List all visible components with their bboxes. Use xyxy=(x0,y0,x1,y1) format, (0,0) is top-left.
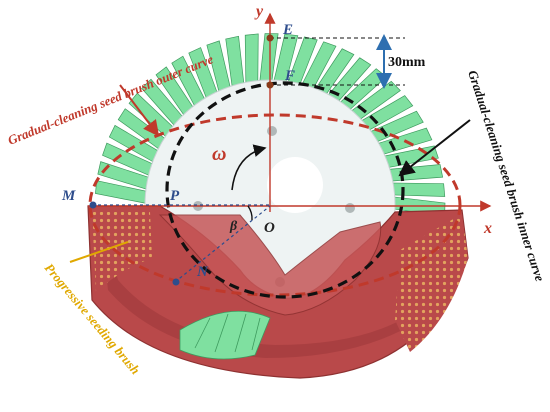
progressive-brush-pointer xyxy=(69,241,129,263)
origin-label: O xyxy=(264,220,275,236)
point-p-label: P xyxy=(170,188,180,204)
x-axis-label: x xyxy=(483,220,492,237)
progressive-brush-zone xyxy=(92,212,152,292)
inner-curve xyxy=(165,81,405,299)
point-f-label: F xyxy=(284,68,295,84)
point-n-label: N xyxy=(196,264,209,280)
point-e-label: E xyxy=(282,22,293,38)
y-axis-label: y xyxy=(254,3,264,20)
outer-curve-pointer xyxy=(119,84,160,137)
dimension-label: 30mm xyxy=(388,55,426,70)
on-line xyxy=(174,205,271,283)
disc-hub xyxy=(267,157,323,213)
bristle xyxy=(244,33,259,88)
bristle xyxy=(384,164,444,182)
housing-hole-zone xyxy=(395,214,468,352)
point-n-marker xyxy=(172,278,180,286)
point-e-marker xyxy=(266,34,274,42)
outer-curve xyxy=(88,113,462,297)
lower-bristle-patch xyxy=(179,310,271,360)
rotation-arrow xyxy=(231,144,267,191)
omega-label: ω xyxy=(212,143,226,165)
inner-curve-pointer xyxy=(398,119,471,177)
point-m-marker xyxy=(89,201,97,209)
beta-label: β xyxy=(229,219,238,234)
point-f-marker xyxy=(266,81,274,89)
inner-curve-label: Gradual-cleaning seed brush inner curve xyxy=(465,68,548,283)
seed-brush-bristles xyxy=(95,33,446,217)
point-m-label: M xyxy=(61,188,76,204)
beta-arc xyxy=(247,205,253,221)
bristle xyxy=(387,182,446,197)
